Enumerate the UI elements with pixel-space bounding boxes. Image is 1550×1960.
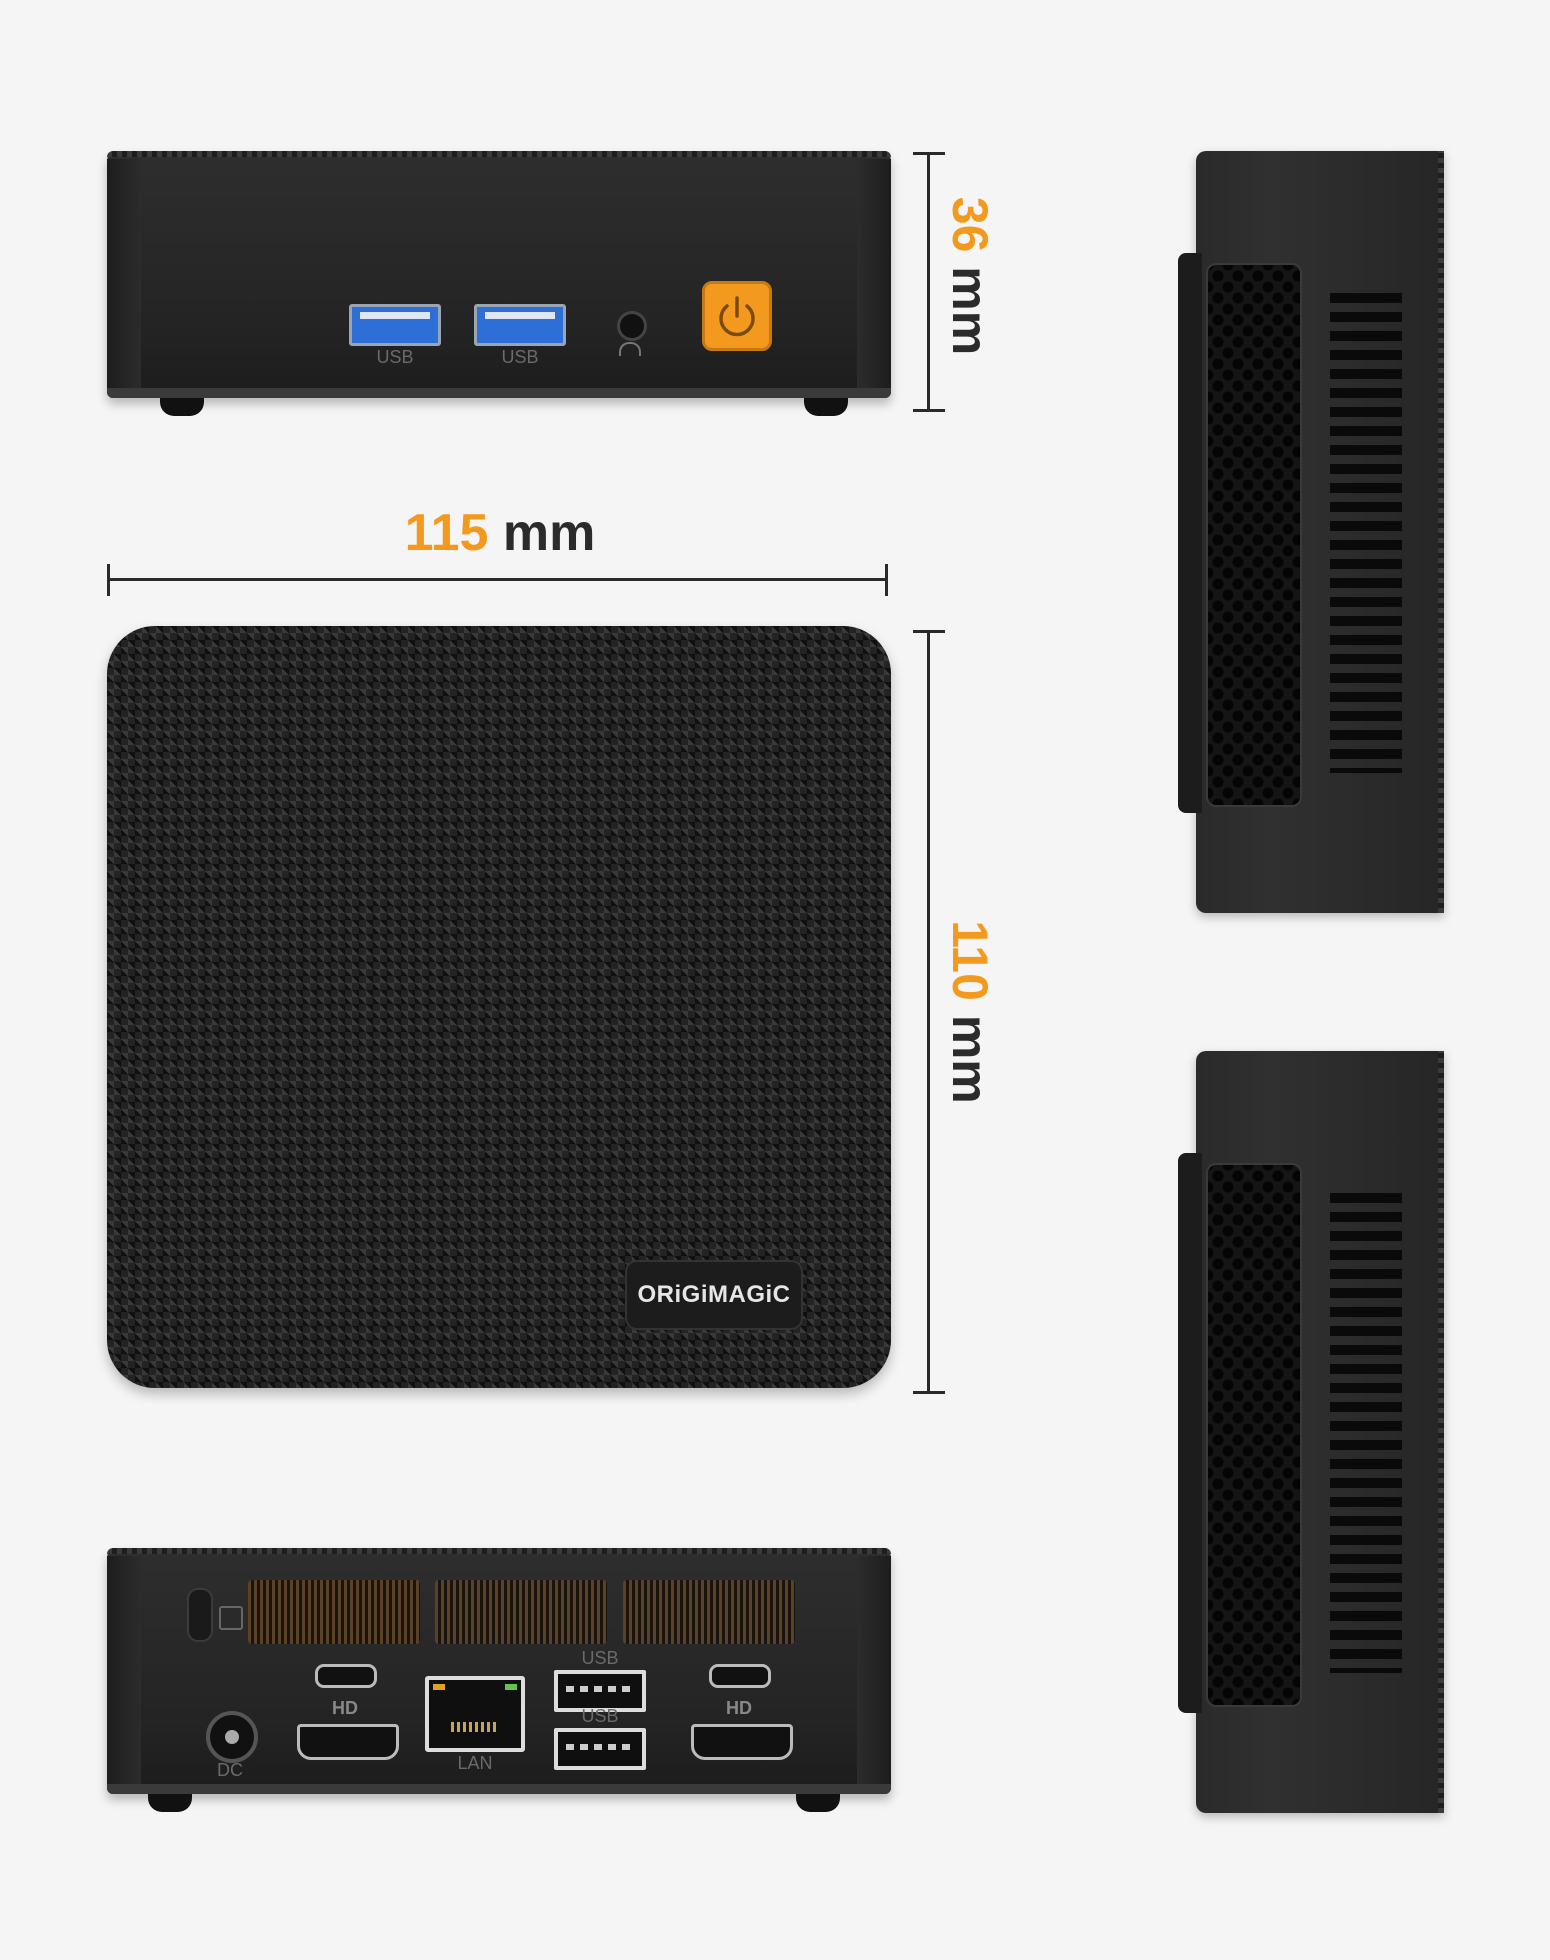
- lock-icon: [219, 1606, 243, 1630]
- front-foot-right: [804, 398, 848, 416]
- top-view: ORiGiMAGiC: [107, 626, 891, 1388]
- rear-foot-left: [148, 1794, 192, 1812]
- usb-label-1: USB: [376, 347, 414, 367]
- hd-label-2: HD: [726, 1698, 752, 1718]
- rear-usb-port-1: [554, 1670, 646, 1712]
- height-value: 36: [942, 196, 998, 253]
- dc-label: DC: [217, 1760, 243, 1780]
- usb-c-port-1: [315, 1664, 377, 1688]
- side-view-1: [1178, 151, 1444, 913]
- side-vent-hex-2: [1206, 1163, 1302, 1707]
- height-unit: mm: [942, 266, 998, 356]
- side-view-2: [1178, 1051, 1444, 1813]
- headphone-icon: [619, 342, 641, 356]
- kensington-lock: [187, 1588, 213, 1642]
- lan-label: LAN: [457, 1753, 493, 1773]
- height-dimension-line: [927, 153, 930, 411]
- hd-label-1: HD: [332, 1698, 358, 1718]
- side-vent-hex-1: [1206, 263, 1302, 807]
- audio-jack: [617, 311, 647, 341]
- usb-label-2: USB: [501, 347, 539, 367]
- brand-logo-badge: ORiGiMAGiC: [627, 1262, 801, 1328]
- width-dimension-line: [108, 578, 888, 581]
- power-button[interactable]: [702, 281, 772, 351]
- hdmi-port-1: [297, 1724, 399, 1760]
- rear-vent-3: [623, 1580, 795, 1644]
- rear-view: DC HD LAN USB USB HD: [107, 1548, 891, 1794]
- width-dimension-label: 115 mm: [350, 503, 650, 563]
- side-vent-slots-2: [1330, 1193, 1402, 1673]
- width-unit: mm: [502, 504, 596, 562]
- rear-usb-port-2: [554, 1728, 646, 1770]
- rear-usb-label-2: USB: [581, 1706, 619, 1726]
- side-vent-slots-1: [1330, 293, 1402, 773]
- hdmi-port-2: [691, 1724, 793, 1760]
- depth-dimension-line: [927, 631, 930, 1393]
- brand-logo: ORiGiMAGiC: [637, 1281, 791, 1308]
- depth-value: 110: [942, 920, 998, 1001]
- usb-c-port-2: [709, 1664, 771, 1688]
- rear-vent-2: [435, 1580, 607, 1644]
- lan-port: [425, 1676, 525, 1752]
- front-view: USB USB: [107, 151, 891, 398]
- rear-vent-1: [248, 1580, 420, 1644]
- depth-unit: mm: [942, 1014, 998, 1104]
- usb-port-2: [474, 304, 566, 346]
- front-foot-left: [160, 398, 204, 416]
- power-icon: [719, 296, 755, 337]
- rear-usb-label-1: USB: [581, 1648, 619, 1668]
- width-value: 115: [404, 504, 489, 562]
- dc-jack: [206, 1711, 258, 1763]
- usb-port-1: [349, 304, 441, 346]
- rear-foot-right: [796, 1794, 840, 1812]
